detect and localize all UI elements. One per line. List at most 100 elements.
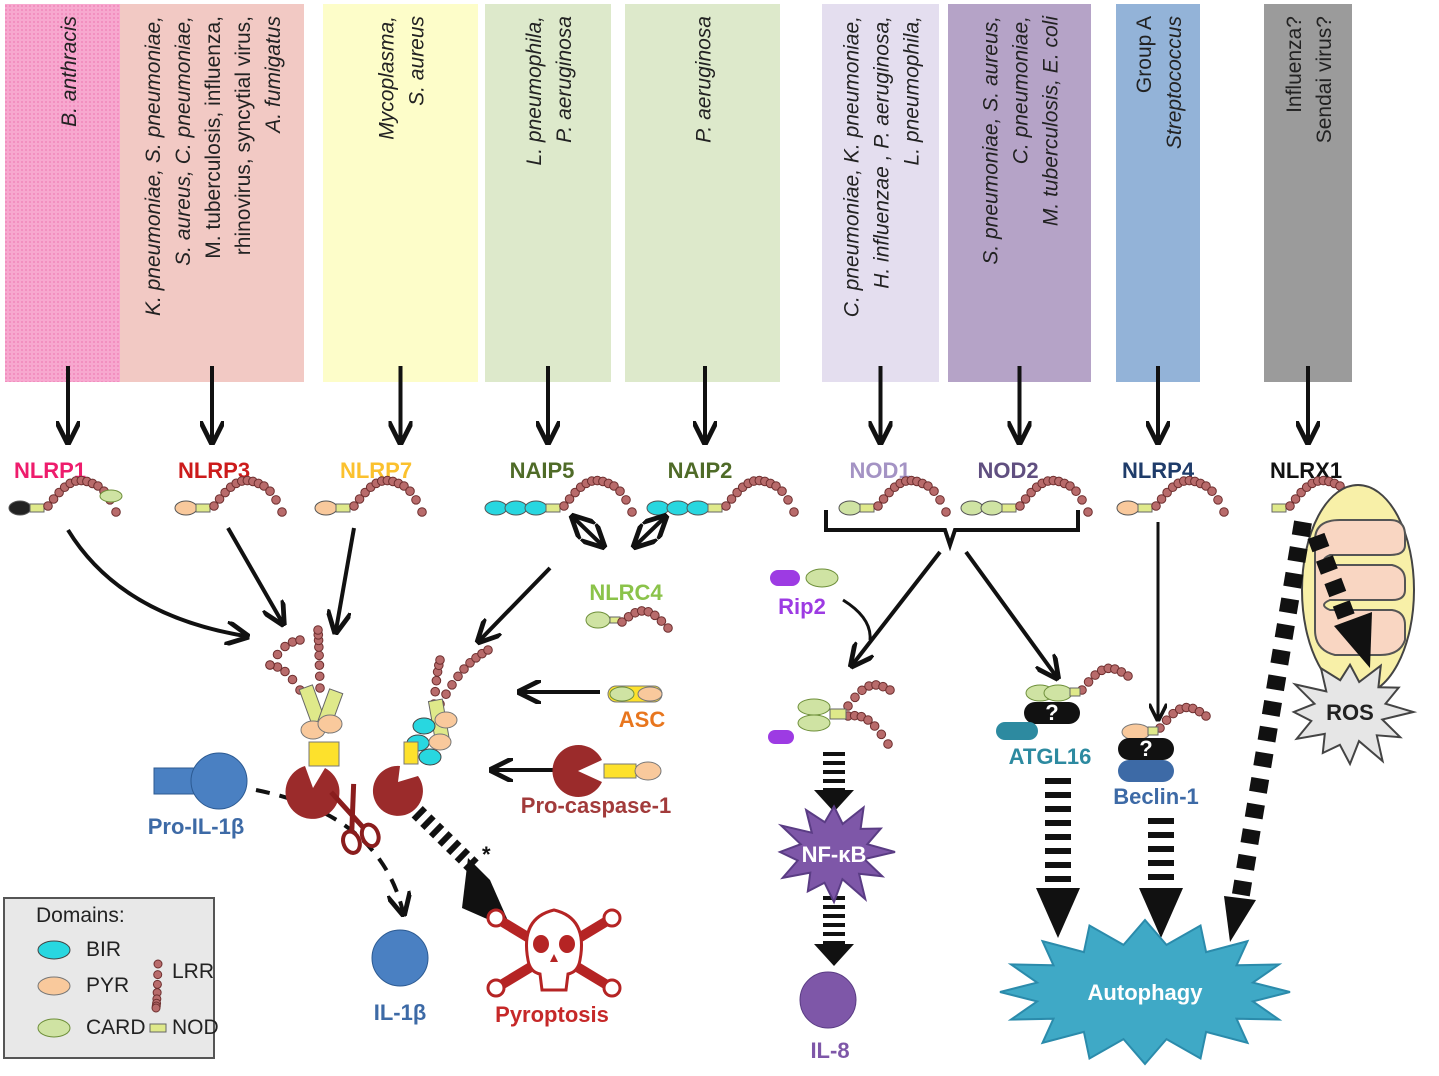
pathogen-text-line: C. pneumoniae, K. pneumoniae, <box>841 16 864 317</box>
asc-label: ASC <box>619 707 666 732</box>
pathogen-text-line: S. aureus, C. pneumoniae, <box>172 16 195 266</box>
pathogen-column-6: S. pneumoniae, S. aureus, C. pneumoniae, M… <box>948 4 1091 382</box>
pathogen-text-line: B. anthracis <box>58 16 81 127</box>
pathogen-text-line: H. influenzae , P. aeruginosa, <box>871 16 894 289</box>
nod2-label: NOD2 <box>977 458 1038 483</box>
nod1-glyph <box>838 475 951 517</box>
pathogen-text-line: P. aeruginosa <box>693 16 716 143</box>
ros-burst: ROS <box>1291 662 1418 767</box>
lrr-domain <box>151 959 163 1013</box>
pathogen-text-line: Influenza? <box>1283 16 1306 113</box>
lrr-domain <box>265 625 325 695</box>
lrr-domain <box>209 475 287 517</box>
pro-caspase-1: Pro-caspase-1 <box>521 744 671 818</box>
lrr-domain <box>429 645 493 709</box>
pathogen-text-line: M. tuberculosis, influenza, <box>202 16 225 259</box>
legend-card-label: CARD <box>86 1016 146 1039</box>
pro-caspase-1-label: Pro-caspase-1 <box>521 793 671 818</box>
legend-lrr-label: LRR <box>172 960 214 983</box>
nlrp-inflammasome-complex <box>265 625 344 819</box>
lrr-domain <box>843 680 895 749</box>
nlrp4-glyph <box>1116 475 1229 517</box>
thick-dashed-arrows <box>394 520 1372 966</box>
pathogen-column-bg <box>485 4 611 382</box>
nlrp7-glyph <box>314 475 427 517</box>
rip2-label: Rip2 <box>778 594 826 619</box>
pathogen-column-bg <box>1116 4 1200 382</box>
pathogen-text-line: C. pneumoniae, <box>1010 16 1033 164</box>
legend-lrr-swatch <box>151 959 163 1013</box>
lrr-domain <box>721 475 799 517</box>
beclin1-complex: ? Beclin-1 <box>1113 702 1211 809</box>
pathogen-column-bg <box>5 4 131 382</box>
il-8: IL-8 <box>799 971 857 1063</box>
atgl16-complex: ? ATGL16 <box>996 663 1133 769</box>
atgl16-label: ATGL16 <box>1009 744 1092 769</box>
beclin1-label: Beclin-1 <box>1113 784 1199 809</box>
pathogen-text-line: Streptococcus <box>1163 16 1186 150</box>
legend-card-swatch <box>37 1018 71 1038</box>
legend-bir-label: BIR <box>86 938 121 961</box>
nod-bracket <box>824 510 1080 552</box>
naip2-label: NAIP2 <box>668 458 733 483</box>
pathogen-column-bg <box>120 4 304 382</box>
pathogen-column-5: C. pneumoniae, K. pneumoniae, H. influenz… <box>822 4 939 382</box>
atgl16-question-mark: ? <box>1045 700 1058 725</box>
lrr-domain <box>1151 475 1229 517</box>
nod2-glyph <box>960 475 1093 517</box>
pathogen-column-4: P. aeruginosa <box>625 4 780 382</box>
nfkb-burst: NF-κB <box>777 804 896 905</box>
nlrc4-label: NLRC4 <box>589 580 663 605</box>
pathogen-column-3: L. pneumophila, P. aeruginosa <box>485 4 611 382</box>
pathogen-text-line: Mycoplasma, <box>376 16 399 140</box>
il-1b: IL-1β <box>371 929 429 1025</box>
inflammasome-arrows <box>66 518 1158 770</box>
lrr-domain <box>873 475 951 517</box>
pathogen-column-7: Group A Streptococcus <box>1116 4 1200 382</box>
naip-nlrc4-inflammasome-complex <box>372 645 493 816</box>
asc: ASC <box>607 685 666 732</box>
beclin1-question-mark: ? <box>1139 736 1152 761</box>
receptor-domain-glyphs <box>8 475 1363 517</box>
pathogen-text-line: Group A <box>1133 16 1156 93</box>
ros-label: ROS <box>1326 700 1374 725</box>
il-8-label: IL-8 <box>810 1038 849 1063</box>
legend-title: Domains: <box>36 904 125 927</box>
lrr-domain <box>1077 663 1133 695</box>
pathogen-column-bg <box>948 4 1091 382</box>
domain-legend: Domains: BIR PYR CARD LRR NOD <box>3 897 219 1059</box>
receptor-labels: NLRP1 NLRP3 NLRP7 NAIP5 NAIP2 NOD1 NOD2 … <box>14 458 1342 483</box>
skull-crossbones-icon <box>486 908 622 998</box>
pathogen-text-line: A. fumigatus <box>262 16 285 135</box>
pro-il-1b: Pro-IL-1β <box>148 752 248 839</box>
mitochondrion <box>1301 484 1415 696</box>
pathogen-text-line: L. pneumophila, <box>901 16 924 165</box>
pathogen-text-line: P. aeruginosa <box>553 16 576 143</box>
pathogen-column-8: Influenza? Sendai virus? <box>1264 4 1352 382</box>
rip2: Rip2 <box>770 568 839 619</box>
autophagy-label: Autophagy <box>1088 980 1204 1005</box>
pyroptosis-label: Pyroptosis <box>495 1002 609 1027</box>
lrr-domain <box>617 606 673 633</box>
naip5-glyph <box>484 475 637 517</box>
pathogen-receptor-arrows <box>68 366 1308 440</box>
pathogen-text-line: S. pneumoniae, S. aureus, <box>980 16 1003 265</box>
pro-il-1b-label: Pro-IL-1β <box>148 814 245 839</box>
pathogen-column-bg <box>1264 4 1352 382</box>
legend-pyr-swatch <box>37 976 71 996</box>
pathogen-text-line: Sendai virus? <box>1313 16 1336 143</box>
nfkb-label: NF-κB <box>802 842 867 867</box>
nod-rip2-complex <box>768 680 895 749</box>
asterisk-note: * <box>482 842 491 867</box>
scissors-icon <box>329 783 381 855</box>
pathogen-column-0: B. anthracis <box>5 4 131 382</box>
pathogen-column-2: Mycoplasma,S. aureus <box>323 4 478 382</box>
pathogen-text-line: rhinovirus, syncytial virus, <box>232 16 255 255</box>
legend-nod-label: NOD <box>172 1016 219 1039</box>
lrr-domain <box>1015 475 1093 517</box>
pathogen-column-bg <box>323 4 478 382</box>
pathogen-text-line: L. pneumophila, <box>523 16 546 165</box>
naip5-label: NAIP5 <box>510 458 575 483</box>
pathogen-text-line: K. pneumoniae, S. pneumoniae, <box>142 16 165 316</box>
pathogen-text-line: M. tuberculosis, E. coli <box>1040 15 1063 226</box>
